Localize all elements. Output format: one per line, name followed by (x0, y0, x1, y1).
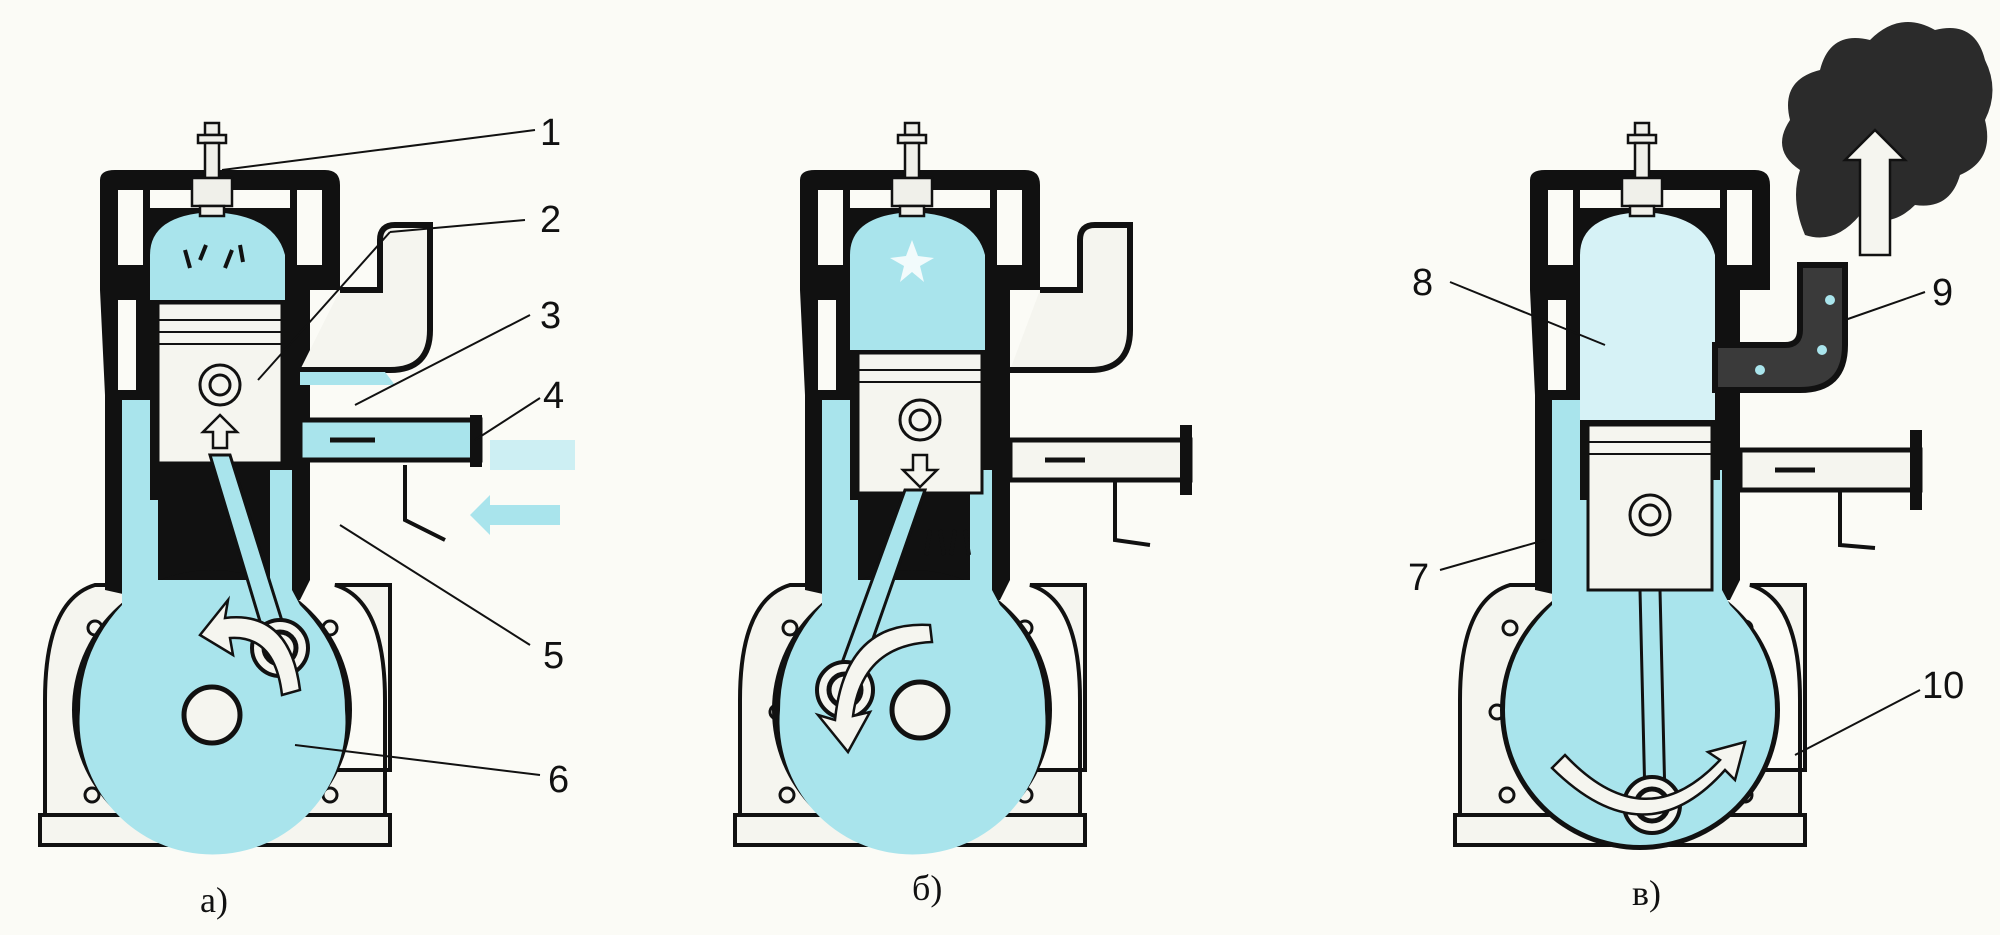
compression-arrows-icon (183, 244, 208, 269)
throttle-lever (403, 465, 446, 542)
bore-wall (282, 300, 290, 450)
engine-panel-a (38, 121, 575, 855)
compression-arrows-icon (223, 244, 245, 269)
leader-lines (221, 129, 1926, 776)
transfer-channel-mixture (1505, 300, 1775, 845)
spark-plug (1620, 121, 1664, 218)
intake-pipe (1737, 447, 1923, 493)
spark-plug (190, 121, 234, 218)
piston-pin (898, 398, 942, 442)
burning-gases (850, 212, 985, 350)
piston-pin-inner (908, 408, 932, 432)
exhaust-pipe-gases (1712, 262, 1848, 393)
head-cavity (118, 190, 143, 265)
crankshaft (181, 684, 243, 746)
callout-10: 10 (1922, 665, 1964, 707)
intake-flange (1180, 425, 1192, 495)
bore-wall (1580, 420, 1588, 500)
throttle-lever (1113, 480, 1151, 547)
panel-caption-b: б) (912, 868, 942, 908)
leader-10 (1794, 689, 1921, 756)
intake-flange (1910, 430, 1922, 510)
up-arrow-icon (199, 413, 241, 450)
leader-9 (1844, 291, 1926, 321)
bore-wall (150, 300, 158, 500)
intake-pipe (1007, 437, 1193, 483)
callout-1: 1 (540, 112, 561, 154)
rotation-arrow-icon (814, 623, 934, 755)
head-cavity (1727, 190, 1752, 265)
engine-panel-v (1453, 22, 1993, 850)
jacket-cavity (1548, 300, 1566, 390)
piston-pin-inner (1638, 503, 1662, 527)
exhaust-pipe (1010, 222, 1133, 373)
intake-channel (300, 372, 395, 385)
leader-1 (221, 129, 536, 171)
compressed-mixture (150, 212, 285, 300)
intake-flow-arrow-icon (470, 495, 560, 535)
callout-9: 9 (1932, 272, 1953, 314)
head-cavity (997, 190, 1022, 265)
rotation-arrow-icon (198, 595, 302, 697)
panel-caption-v: в) (1632, 873, 1661, 913)
leader-5 (339, 524, 531, 646)
callout-6: 6 (548, 759, 569, 801)
crankshaft (889, 679, 951, 741)
leader-7 (1439, 539, 1546, 571)
engine-panel-b (733, 121, 1193, 855)
piston-pin (1628, 493, 1672, 537)
callout-8: 8 (1412, 262, 1433, 304)
bolt-hole (1501, 619, 1519, 637)
panel-caption-a: а) (200, 880, 228, 920)
leader-2 (257, 231, 391, 381)
callout-2: 2 (540, 199, 561, 241)
flow-arrows-icon (924, 529, 946, 556)
exhaust-smoke-cloud (1782, 22, 1993, 238)
head-cavity (1548, 190, 1573, 265)
intake-flow-stream (490, 440, 575, 470)
exhaust-up-arrow-icon (1841, 128, 1909, 257)
callout-7: 7 (1408, 557, 1429, 599)
connecting-rod (1638, 588, 1667, 802)
piston (1586, 423, 1714, 592)
mixture-droplet (1817, 345, 1827, 355)
bolt-hole (778, 786, 796, 804)
callout-4: 4 (543, 375, 564, 417)
bore-wall (1712, 420, 1720, 480)
mixture-droplet (1825, 295, 1835, 305)
leader-8 (1449, 281, 1606, 346)
down-arrow-icon (899, 453, 941, 489)
callout-5: 5 (543, 635, 564, 677)
ignition-spark-icon (890, 240, 934, 282)
head-cavity (818, 190, 843, 265)
scavenging-mixture (1580, 212, 1715, 420)
piston-pin-inner (208, 373, 232, 397)
mixture-droplet (1755, 365, 1765, 375)
leader-3 (354, 314, 531, 406)
callout-3: 3 (540, 295, 561, 337)
jacket-cavity (818, 300, 836, 390)
exhaust-pipe (300, 222, 433, 373)
leader-4 (474, 397, 541, 441)
leader-6 (294, 744, 541, 776)
bore-wall (850, 350, 858, 500)
spark-plug (890, 121, 934, 218)
bolt-hole (781, 619, 799, 637)
bolt-hole (83, 786, 101, 804)
jacket-cavity (118, 300, 136, 390)
bore-wall (982, 350, 990, 470)
piston-pin (198, 363, 242, 407)
intake-flange (470, 415, 482, 467)
throttle-lever (1838, 490, 1876, 550)
leader-2b (389, 219, 526, 233)
flow-arrows-icon (949, 529, 971, 556)
bolt-hole (1498, 786, 1516, 804)
fresh-mixture-crankcase (79, 300, 346, 855)
rotation-arrow-icon (1550, 740, 1747, 816)
intake-pipe (297, 417, 483, 463)
head-cavity (297, 190, 322, 265)
